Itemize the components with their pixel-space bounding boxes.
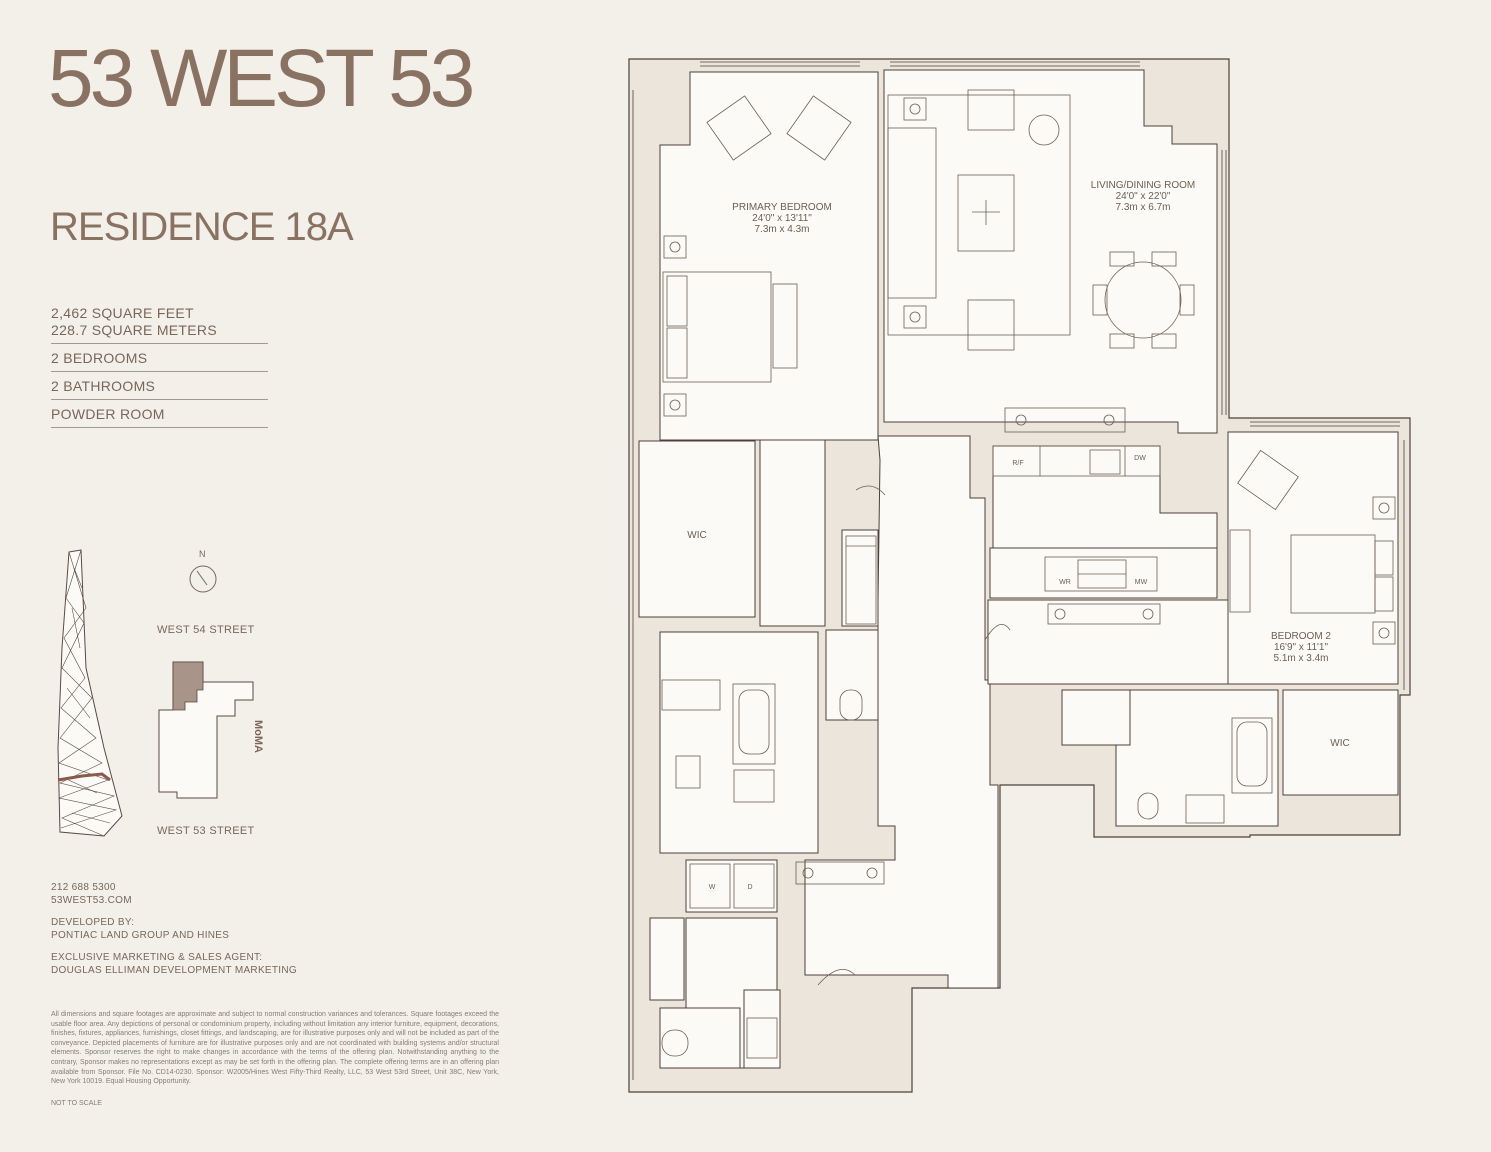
primary-bedroom-dim-imperial: 24'0" x 13'11": [752, 213, 812, 224]
kitchen-fixtures: [992, 445, 1161, 625]
specs-list: 2,462 SQUARE FEET 228.7 SQUARE METERS 2 …: [51, 305, 268, 428]
area-block: 2,462 SQUARE FEET 228.7 SQUARE METERS: [51, 305, 268, 343]
developer-name: PONTIAC LAND GROUP AND HINES: [51, 930, 230, 941]
street-south-label: WEST 53 STREET: [157, 825, 255, 837]
bedroom2-dim-metric: 5.1m x 3.4m: [1273, 653, 1328, 664]
residence-title: RESIDENCE 18A: [50, 205, 354, 249]
wine-fridge-label: WR: [1059, 579, 1071, 586]
not-to-scale-label: NOT TO SCALE: [51, 1100, 102, 1107]
living-room-dim-imperial: 24'0" x 22'0": [1116, 191, 1171, 202]
powder-room: POWDER ROOM: [51, 399, 268, 428]
dryer-label: D: [747, 884, 752, 891]
living-room-dim-metric: 7.3m x 6.7m: [1115, 202, 1170, 213]
fridge-label: R/F: [1012, 460, 1023, 467]
bedrooms-count: 2 BEDROOMS: [51, 343, 268, 371]
agent-name: DOUGLAS ELLIMAN DEVELOPMENT MARKETING: [51, 965, 297, 976]
primary-bedroom-name: PRIMARY BEDROOM: [732, 202, 832, 213]
wic-bedroom2-label: WIC: [1330, 738, 1349, 749]
area-sqft: 2,462 SQUARE FEET: [51, 305, 194, 321]
website: 53WEST53.COM: [51, 895, 132, 906]
bathrooms-count: 2 BATHROOMS: [51, 371, 268, 399]
floor-plan: PRIMARY BEDROOM 24'0" x 13'11" 7.3m x 4.…: [628, 58, 1411, 1093]
street-north-label: WEST 54 STREET: [157, 624, 255, 636]
washer-label: W: [709, 884, 716, 891]
contact-block: 212 688 5300 53WEST53.COM DEVELOPED BY: …: [51, 881, 297, 977]
living-furniture: [887, 89, 1195, 433]
primary-bedroom-furniture: [662, 95, 852, 417]
living-room-name: LIVING/DINING ROOM: [1091, 180, 1195, 191]
legal-disclaimer: All dimensions and square footages are a…: [51, 1011, 499, 1086]
tower-illustration: [57, 549, 123, 837]
dishwasher-label: DW: [1134, 455, 1146, 462]
microwave-label: MW: [1135, 579, 1148, 586]
primary-bedroom-dim-metric: 7.3m x 4.3m: [754, 224, 809, 235]
agent-label: EXCLUSIVE MARKETING & SALES AGENT:: [51, 952, 263, 963]
phone-number: 212 688 5300: [51, 882, 116, 893]
developed-by-label: DEVELOPED BY:: [51, 917, 135, 928]
bedroom2-furniture: [1229, 449, 1396, 645]
area-sqm: 228.7 SQUARE METERS: [51, 322, 217, 338]
bedroom2-dim-imperial: 16'9" x 11'1": [1274, 642, 1329, 653]
north-label: N: [199, 549, 206, 559]
building-title: 53 WEST 53: [48, 33, 475, 124]
compass-icon: [189, 565, 217, 593]
wic-primary-label: WIC: [687, 530, 706, 541]
key-plan: [158, 661, 254, 799]
bath-fixtures: [661, 535, 1273, 1059]
bedroom2-name: BEDROOM 2: [1271, 631, 1331, 642]
